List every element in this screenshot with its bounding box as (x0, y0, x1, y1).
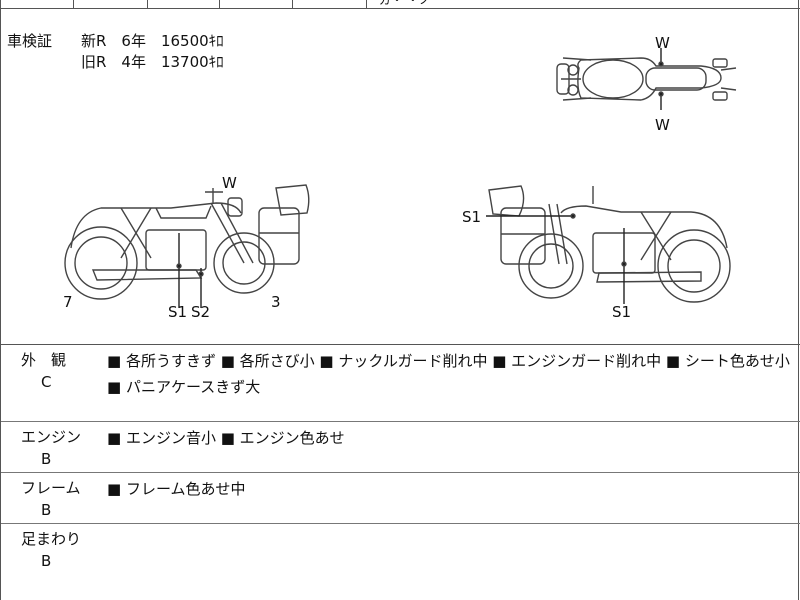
section-grade: C (41, 373, 52, 391)
mark-top-front: W (655, 34, 670, 52)
section-description: ■ エンジン音小 ■ エンジン色あせ (107, 429, 345, 447)
section-exterior: 外 観 C ■ 各所うすきず ■ 各所さび小 ■ ナックルガード削れ中 ■ エン… (1, 345, 800, 422)
section-grade: B (41, 552, 52, 570)
mark-left-mirror: W (222, 174, 237, 192)
section-category: フレーム (21, 479, 81, 497)
section-frame: フレーム B ■ フレーム色あせ中 (1, 473, 800, 524)
section-description: ■ 各所うすきず ■ 各所さび小 ■ ナックルガード削れ中 ■ エンジンガード削… (107, 352, 790, 396)
section-engine: エンジン B ■ エンジン音小 ■ エンジン色あせ (1, 422, 800, 473)
left-side-bike (64, 184, 310, 308)
section-grade: B (41, 501, 52, 519)
mark-left-s1: S1 (168, 303, 188, 321)
mark-left-s2: S2 (191, 303, 211, 321)
registration-new: 新R 6年 16500ｷﾛ (81, 32, 224, 50)
section-category: 外 観 (21, 351, 67, 369)
section-description: ■ フレーム色あせ中 (107, 480, 246, 498)
top-view-bike (556, 48, 737, 110)
header-cell (73, 0, 148, 8)
header-strip: ガ・ ・ノ (1, 0, 800, 9)
registration-old: 旧R 4年 13700ｷﾛ (81, 53, 224, 71)
header-fragment: ガ・ ・ノ (379, 0, 431, 7)
mark-left-front: 7 (63, 293, 73, 311)
header-cell (1, 0, 74, 8)
mark-left-rear: 3 (271, 293, 281, 311)
header-cell (292, 0, 367, 8)
section-category: エンジン (21, 428, 82, 446)
section-grade: B (41, 450, 52, 468)
section-category: 足まわり (21, 530, 82, 548)
section-suspension: 足まわり B (1, 524, 800, 599)
header-cell (219, 0, 293, 8)
right-side-bike (486, 185, 731, 304)
mark-right-s1-lower: S1 (612, 303, 632, 321)
registration-label: 車検証 (7, 32, 53, 50)
header-cell (147, 0, 220, 8)
mark-right-s1-upper: S1 (462, 208, 482, 226)
damage-diagram: W W W 7 3 S1 S2 S1 S1 (1, 8, 800, 345)
mark-top-rear: W (655, 116, 670, 134)
motorcycle-diagram (64, 48, 737, 308)
